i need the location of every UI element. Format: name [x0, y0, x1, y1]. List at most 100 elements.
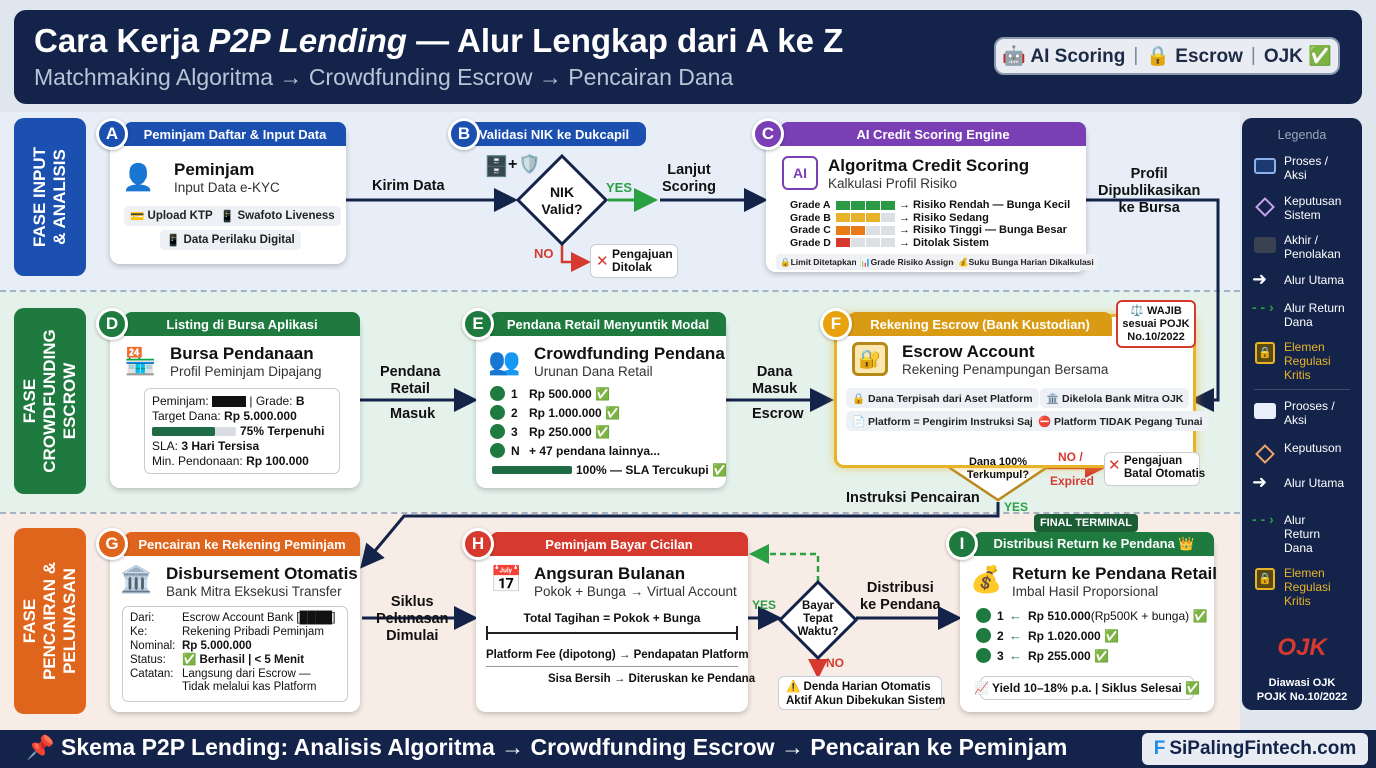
- diamond-dana-label: Dana 100% Terkumpul?: [966, 456, 1030, 481]
- flow-label-pendana-retail: Pendana Retail: [380, 364, 441, 397]
- legend-label: Alur Return Dana: [1284, 513, 1321, 555]
- person-icon: [490, 424, 505, 439]
- flow-label-lanjut-scoring: Lanjut Scoring: [662, 162, 716, 195]
- pendana-amount: + 47 pendana lainnya...: [529, 443, 661, 458]
- pendana-progress-track: [492, 466, 572, 474]
- grade-name: Grade B: [790, 211, 831, 224]
- legend-arrow-icon: ➜: [1252, 472, 1268, 492]
- card-e-subtitle: Urunan Dana Retail: [534, 364, 653, 379]
- card-d-subtitle: Profil Peminjam Dipajang: [170, 364, 322, 379]
- grade-level-bar: [881, 238, 895, 247]
- card-e-title: Crowdfunding Pendana: [534, 344, 725, 363]
- person-icon: [490, 405, 505, 420]
- list-item: 1←Rp 510.000 (Rp500K + bunga) ✅: [976, 608, 1207, 623]
- grade-level-bar: [866, 238, 880, 247]
- x-icon: ✕: [1108, 457, 1121, 474]
- investors-coin-icon: 💰: [970, 564, 1003, 594]
- legend-label: Proses / Aksi: [1284, 154, 1329, 182]
- legend-dashed-arrow-icon: - - ›: [1252, 299, 1274, 315]
- chip-pengirim-instruksi: 📄 Platform = Pengirim Instruksi Saja: [846, 411, 1045, 431]
- storefront-icon: 🏪: [124, 346, 157, 376]
- table-row: Status: ✅ Berhasil | < 5 Menit: [130, 654, 304, 667]
- listing-progress-fill: [152, 427, 215, 436]
- coin-icon: 💰: [958, 256, 969, 267]
- divider: [0, 512, 1240, 514]
- platform-fee: Platform Fee (dipotong) → Pendapatan Pla…: [486, 649, 749, 661]
- detail-key: Ke:: [130, 626, 148, 638]
- divider-line: [486, 666, 738, 667]
- flow-label-distribusi: Distribusi ke Pendana: [860, 580, 941, 613]
- legend-process-icon: [1254, 403, 1276, 419]
- label-yes-h: YES: [752, 598, 777, 612]
- legend-label: Keputusan Sistem: [1284, 194, 1342, 222]
- arrow-c-f: [1086, 198, 1220, 412]
- label-yes-f: YES: [1004, 500, 1029, 514]
- step-e-badge: E: [462, 308, 494, 340]
- page-subtitle: Matchmaking Algoritma → Crowdfunding Esc…: [34, 64, 734, 90]
- detail-value: ✅ Berhasil | < 5 Menit: [182, 654, 305, 666]
- legend-label: Keputuson: [1284, 441, 1342, 455]
- card-c-tab: AI Credit Scoring Engine: [780, 122, 1086, 146]
- lock-icon: 🔒: [780, 256, 791, 267]
- grade-text: → Ditolak Sistem: [899, 236, 989, 249]
- detail-key: Status:: [130, 654, 166, 666]
- chip-dikelola-bank: 🏛️ Dikelola Bank Mitra OJK: [1040, 388, 1190, 408]
- card-g-tab: Pencairan ke Rekening Peminjam: [124, 532, 360, 556]
- step-c-badge: C: [752, 118, 784, 150]
- grade-level-bar: [851, 225, 865, 235]
- card-d-tab: Listing di Bursa Aplikasi: [124, 312, 360, 336]
- seal-icon: 🛡️: [518, 154, 541, 174]
- detail-value: Rekening Pribadi Peminjam: [182, 626, 324, 638]
- ojk-badge: OJK ✅: [1263, 46, 1332, 67]
- ai-scoring-badge: 🤖 AI Scoring: [1002, 46, 1126, 67]
- arrow-left-icon: ←: [1009, 608, 1022, 623]
- card-a-tab: Peminjam Daftar & Input Data: [124, 122, 346, 146]
- legend-arrow-icon: ➜: [1252, 269, 1268, 289]
- person-icon: [976, 608, 991, 623]
- return-number: 2: [997, 628, 1004, 643]
- header-badge: 🤖 AI Scoring| 🔒 Escrow| OJK ✅: [994, 37, 1340, 75]
- card-g-subtitle: Bank Mitra Eksekusi Transfer: [166, 584, 342, 599]
- card-f-tab: Rekening Escrow (Bank Kustodian): [848, 312, 1112, 336]
- grade-level-bar: [881, 213, 895, 222]
- card-f-title: Escrow Account: [902, 342, 1035, 361]
- table-row: Catatan:Langsung dari Escrow — Tidak mel…: [130, 668, 316, 694]
- step-b-badge: B: [448, 118, 480, 150]
- card-h-tab: Peminjam Bayar Cicilan: [490, 532, 748, 556]
- grade-level-bar: [866, 213, 880, 222]
- detail-value: Langsung dari Escrow — Tidak melalui kas…: [182, 668, 317, 693]
- legend-divider: [1254, 389, 1350, 390]
- grade-text: → Risiko Tinggi — Bunga Besar: [899, 224, 1067, 236]
- safe-icon: 🔐: [852, 342, 888, 376]
- batal-box: [1104, 452, 1200, 486]
- pendana-amount: Rp 250.000 ✅: [529, 424, 610, 439]
- flow-label-masuk: Masuk: [390, 406, 436, 422]
- reject-text: Pengajuan Ditolak: [612, 247, 673, 274]
- chip-suku-bunga: 💰Suku Bunga Harian Dikalkulasi: [954, 254, 1098, 270]
- legend-label: Prooses / Aksi: [1284, 399, 1335, 427]
- id-card-icon: 💳: [130, 211, 148, 223]
- detail-value: Escrow Account Bank [████]: [182, 612, 336, 624]
- chip-limit: 🔒Limit Ditetapkan: [776, 254, 861, 270]
- x-icon: ✕: [596, 253, 609, 270]
- card-e-tab: Pendana Retail Menyuntik Modal: [490, 312, 726, 336]
- return-number: 1: [997, 608, 1004, 623]
- grade-level-bar: [851, 213, 865, 222]
- brand-logo-icon: F: [1153, 738, 1166, 759]
- step-i-badge: I: [946, 528, 978, 560]
- label-yes: YES: [606, 180, 633, 195]
- pendana-footer: 100% — SLA Tercukupi ✅: [576, 463, 727, 477]
- table-row: Nominal:Rp 5.000.000: [130, 640, 252, 653]
- grade-level-bar: [836, 238, 850, 247]
- step-h-badge: H: [462, 528, 494, 560]
- chip-tidak-pegang-tunai: ⛔ Platform TIDAK Pegang Tunai: [1032, 411, 1209, 431]
- listing-target: Target Dana: Rp 5.000.000: [152, 409, 297, 423]
- flow-label-kirim-data: Kirim Data: [372, 178, 445, 194]
- flow-label-dana-masuk: Dana Masuk: [752, 364, 798, 397]
- card-f-subtitle: Rekening Penampungan Bersama: [902, 362, 1109, 377]
- step-d-badge: D: [96, 308, 128, 340]
- label-expired: Expired: [1050, 474, 1095, 488]
- step-f-badge: F: [820, 308, 852, 340]
- grade-level-bar: [836, 213, 850, 222]
